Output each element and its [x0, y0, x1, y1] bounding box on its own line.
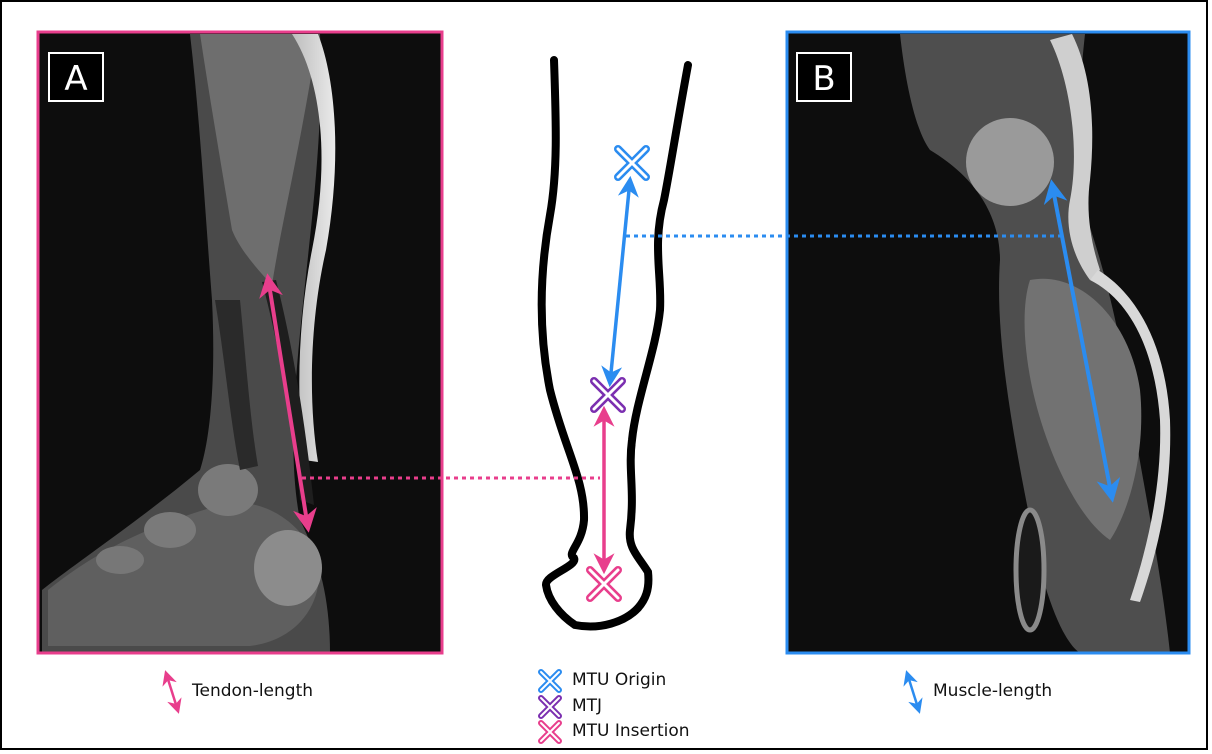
femoral-condyle: [966, 118, 1054, 206]
panel-a-label: A: [48, 52, 104, 102]
muscle-length-label: Muscle-length: [933, 681, 1052, 701]
legend-origin-icon: [541, 672, 559, 690]
mtu-origin-marker-icon: [618, 149, 646, 177]
leg-outline-left: [542, 60, 638, 626]
mtj-label: MTJ: [572, 696, 602, 716]
muscle-length-legend-icon: [907, 673, 919, 711]
cuneiform: [96, 546, 144, 574]
talus: [198, 464, 258, 516]
mtu-insertion-label: MTU Insertion: [572, 721, 690, 741]
leg-outline-right: [630, 65, 688, 608]
mtu-insertion-marker-icon: [590, 570, 618, 598]
navicular: [144, 512, 196, 548]
leg-muscle-arrow: [610, 180, 630, 383]
fibula-section: [1016, 510, 1044, 630]
calcaneus: [254, 530, 322, 606]
mri-panel-a: [38, 32, 442, 653]
legend-mtj-icon: [541, 698, 559, 716]
tendon-length-label: Tendon-length: [192, 681, 313, 701]
panel-b-label: B: [796, 52, 852, 102]
mri-panel-b: [787, 32, 1189, 653]
tendon-length-legend-icon: [166, 673, 178, 711]
mtj-marker-icon: [594, 381, 622, 409]
mtu-origin-label: MTU Origin: [572, 670, 666, 690]
legend-insertion-icon: [541, 723, 559, 741]
